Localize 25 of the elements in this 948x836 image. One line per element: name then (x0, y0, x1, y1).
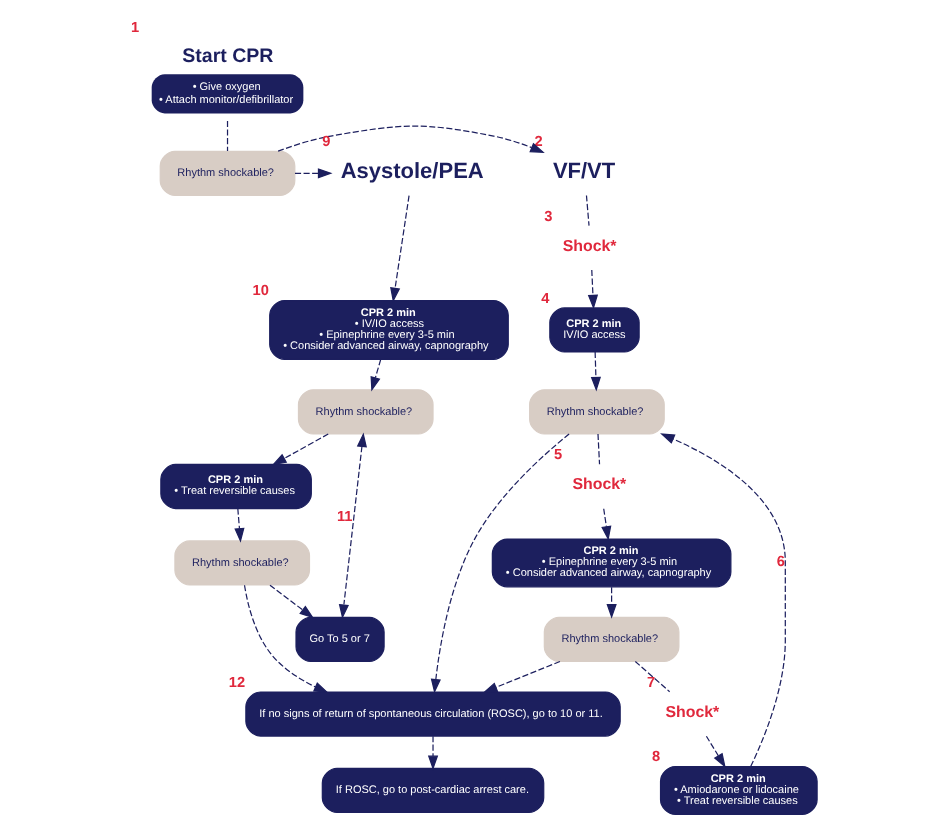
arrow (590, 351, 602, 392)
arrow (370, 358, 382, 392)
connector (226, 120, 229, 152)
arrow (430, 433, 570, 694)
arrow (587, 269, 599, 310)
arrow (606, 586, 617, 619)
arrow (338, 432, 367, 620)
arrow (705, 735, 726, 768)
node-label: Start CPR (182, 45, 274, 68)
node-text: VF/VT (552, 159, 616, 184)
connector (585, 194, 590, 227)
arrow (601, 508, 612, 541)
arrow (390, 195, 410, 303)
node-text: Asystole/PEA (340, 159, 484, 184)
arrow (269, 584, 315, 619)
arrow (427, 735, 439, 771)
arrow (482, 660, 561, 693)
connector (597, 433, 601, 465)
arrow (243, 584, 329, 693)
arrow (277, 125, 545, 154)
connector (634, 660, 671, 693)
arrow (234, 508, 245, 543)
arrow (294, 168, 333, 179)
arrow (271, 433, 329, 466)
arrow (660, 433, 786, 767)
